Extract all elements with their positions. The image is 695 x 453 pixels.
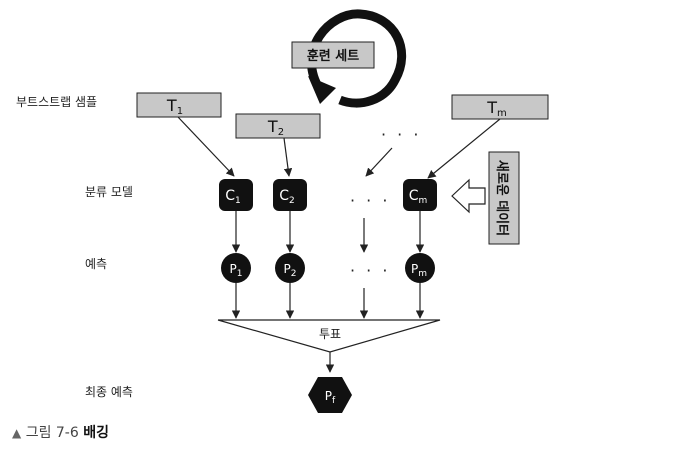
final-prediction-node: Pf [308,377,352,413]
caption-marker-icon: ▲ [12,426,22,440]
svg-text:Cm: Cm [409,188,428,206]
arrow-sample2-classifier2 [283,137,293,177]
row-label-prediction: 예측 [85,257,107,271]
prediction-node-2: P2 [275,253,305,283]
new-data-label: 새로운 데이터 [494,160,510,236]
vote-funnel: 투표 [217,319,441,353]
svg-text:P1: P1 [230,262,243,279]
arrow-sample1-classifier1 [177,116,235,177]
vote-label: 투표 [319,327,341,341]
svg-text:Pm: Pm [411,262,427,279]
classifier-node-2: C2 [273,179,307,211]
ellipsis-predictions: · · · [350,261,390,280]
sample-box-1: T1 [136,92,222,118]
row-label-bootstrap: 부트스트랩 샘플 [16,95,97,109]
figure-caption: ▲ 그림 7-6 배깅 [12,422,109,442]
arrow-samplem-classifierm [427,118,501,179]
ellipsis-samples: · · · [381,125,421,144]
new-data-arrow-icon [451,178,486,214]
sample-box-m: Tm [451,94,549,120]
svg-text:P2: P2 [284,262,297,279]
sample-m-sub: m [497,108,507,119]
cycle-arrow-icon [306,9,407,108]
prediction-node-m: Pm [405,253,435,283]
training-set-box: 훈련 세트 [291,41,375,69]
row-label-classifier: 분류 모델 [85,185,133,199]
svg-text:T2: T2 [267,117,284,138]
new-data-box: 새로운 데이터 [488,151,520,245]
svg-text:Pf: Pf [325,389,336,406]
sample-1-sub: 1 [177,106,183,117]
caption-figure-number: 그림 7-6 [25,425,79,441]
classifier-node-m: Cm [403,179,437,211]
sample-1-base: T [166,96,177,115]
sample-2-base: T [267,117,278,136]
caption-title: 배깅 [83,425,109,441]
prediction-node-1: P1 [221,253,251,283]
ellipsis-classifiers: · · · [350,191,390,210]
sample-m-base: T [486,98,497,117]
svg-text:T1: T1 [166,96,183,117]
svg-text:Tm: Tm [486,98,507,119]
sample-box-2: T2 [235,113,321,139]
svg-text:C1: C1 [225,188,241,206]
svg-text:C2: C2 [279,188,295,206]
row-label-final: 최종 예측 [85,385,133,399]
classifier-node-1: C1 [219,179,253,211]
training-set-label: 훈련 세트 [307,48,359,64]
arrow-ellipsis-classifier [365,147,393,177]
cycle-arrowhead-icon [308,76,336,104]
sample-2-sub: 2 [278,127,284,138]
